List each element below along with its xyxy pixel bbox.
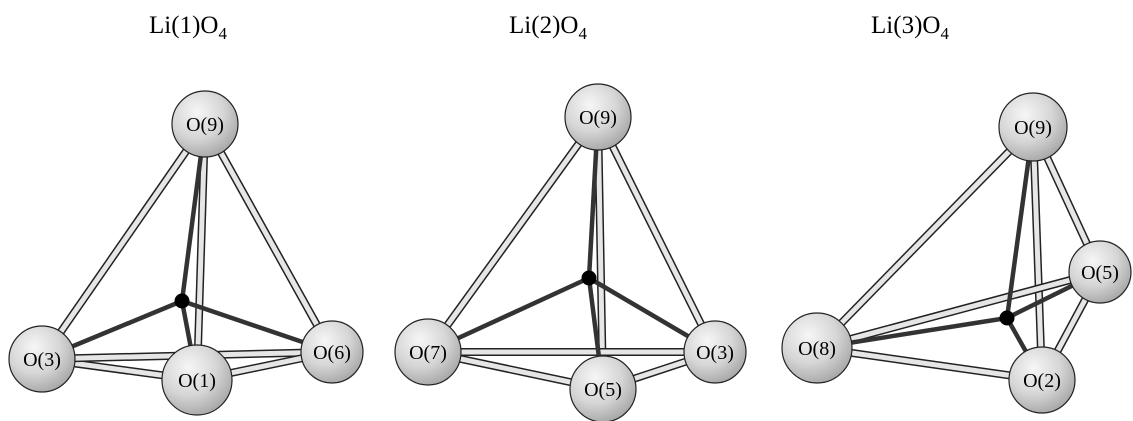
panel-2-lithium-atom — [581, 270, 597, 286]
panel-3-atom-label-o5: O(5) — [1081, 262, 1119, 284]
panel-2-oxygen-o7 — [394, 318, 462, 386]
panel-3-oxygen-o9 — [998, 92, 1068, 162]
panel-2-atom-label-o7: O(7) — [409, 342, 447, 364]
panel-2-atom-label-o5: O(5) — [584, 379, 622, 401]
panel-2-edge-o9-o5 — [594, 113, 607, 393]
panel-1-atom-label-o9: O(9) — [186, 114, 224, 136]
panel-1-edge-o9-o3 — [38, 120, 209, 363]
panel-2-oxygen-o9 — [564, 83, 632, 151]
panel-3-atom-label-o2: O(2) — [1023, 370, 1061, 392]
panel-2-title: Li(2)O4 — [509, 12, 587, 43]
panel-3-atom-label-o9: O(9) — [1014, 117, 1052, 139]
panel-3-title: Li(3)O4 — [871, 12, 949, 43]
panel-3-oxygen-o2 — [1008, 346, 1076, 414]
panel-1-oxygen-o6 — [300, 320, 364, 384]
panel-2-edge-o9-o7 — [424, 113, 602, 356]
panel-2-atom-label-o3: O(3) — [696, 342, 734, 364]
panel-1-edge-o9-o6 — [201, 120, 336, 356]
panel-3-lithium-atom — [999, 310, 1015, 326]
atom-label-layer: O(9) O(3) O(1) O(6) O(9) O(7) O(5) O(3) O(9) O(5)… — [23, 107, 1119, 401]
panel-3-oxygen-o5 — [1068, 240, 1132, 304]
panel-1-oxygen-o3 — [8, 325, 76, 393]
panel-2-oxygen-o5 — [569, 355, 637, 421]
panel-3-edge-o9-o2 — [1029, 123, 1046, 384]
panel-1-oxygen-o9 — [171, 90, 239, 158]
panel-1-atom-label-o3: O(3) — [23, 349, 61, 371]
panel-1-oxygen-o1 — [161, 344, 233, 416]
panel-3-edge-o9-o8 — [813, 123, 1037, 352]
panel-1-edge-o9-o1 — [193, 120, 209, 384]
panel-3-edge-o8-o2 — [813, 344, 1046, 384]
panel-1-atom-label-o1: O(1) — [178, 370, 216, 392]
panel-1-atom-label-o6: O(6) — [313, 342, 351, 364]
panel-1-title: Li(1)O4 — [149, 12, 227, 43]
panel-1-lithium-atom — [174, 293, 190, 309]
panel-3-atom-label-o8: O(8) — [798, 338, 836, 360]
panel-2-edge-o9-o3 — [594, 113, 719, 356]
atom-layer — [8, 83, 1132, 421]
panel-2-atom-label-o9: O(9) — [579, 107, 617, 129]
panel-2-oxygen-o3 — [683, 320, 747, 384]
panel-3-edge-o5-o8 — [813, 268, 1104, 352]
panel-3-oxygen-o8 — [781, 312, 853, 384]
